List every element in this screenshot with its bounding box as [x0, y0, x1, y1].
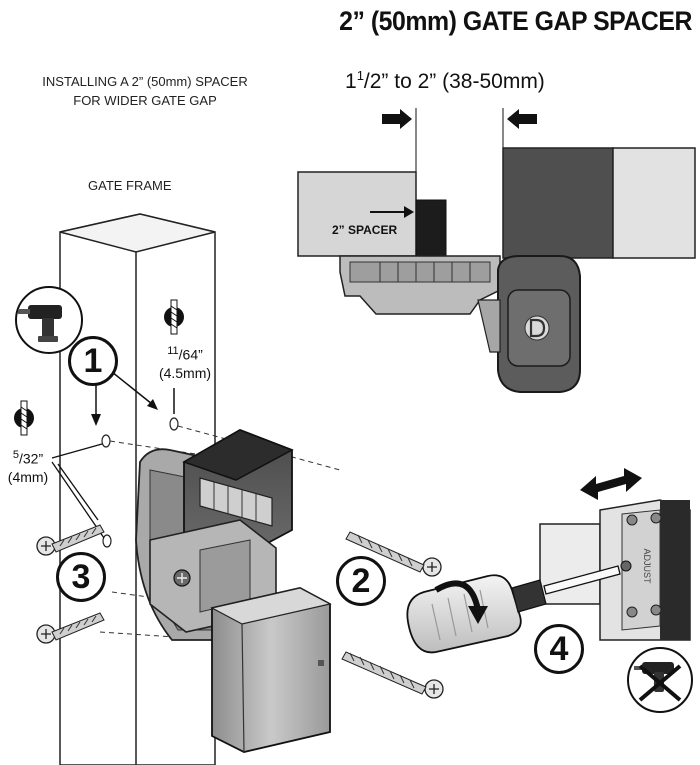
pilot-hole-lower	[102, 534, 112, 548]
gate-post-right	[502, 147, 614, 259]
pilot-hole-upper	[101, 434, 111, 448]
gap-dimension-label: 11/2” to 2” (38-50mm)	[345, 68, 545, 94]
drill-small-metric: (4mm)	[7, 468, 49, 485]
drill-large-metric: (4.5mm)	[158, 364, 212, 381]
screwdriver-icon	[406, 565, 621, 654]
step-3-badge: 3	[56, 552, 106, 602]
subtitle-line-1: INSTALLING A 2” (50mm) SPACER	[42, 74, 248, 89]
gap-label-whole: 1	[345, 70, 357, 93]
drill-small-numerator: 5	[12, 449, 19, 461]
gap-arrow-left	[382, 109, 412, 129]
drill-bit-icon	[164, 299, 184, 335]
rotate-arrow-icon	[434, 580, 488, 624]
hinge-assembly	[135, 429, 332, 753]
page-title: 2” (50mm) GATE GAP SPACER	[339, 6, 692, 36]
screw-icon	[36, 524, 105, 556]
drill-large-numerator: 11	[167, 345, 179, 357]
gap-label-sup: 1	[356, 68, 364, 83]
step-4-badge: 4	[534, 624, 584, 674]
d-logo-icon	[524, 315, 550, 341]
double-arrow-icon	[580, 468, 642, 500]
gap-label-rest: /2” to 2” (38-50mm)	[363, 70, 545, 93]
drill-size-small: 5/32” (4mm)	[0, 446, 56, 486]
drill-small-denominator: /32”	[19, 450, 44, 467]
gap-arrow-right	[507, 109, 537, 129]
pilot-hole-side	[169, 417, 179, 431]
screw-icon-right-upper	[345, 531, 442, 577]
no-drill-icon	[627, 647, 693, 713]
spacer-block	[415, 199, 447, 257]
drill-icon	[15, 286, 83, 354]
drill-bit-icon-small	[14, 400, 34, 436]
subtitle-line-2: FOR WIDER GATE GAP	[73, 93, 217, 108]
screw-icon-lower	[36, 612, 105, 644]
step-1-badge: 1	[68, 336, 118, 386]
gate-rail-left	[297, 171, 417, 257]
subtitle: INSTALLING A 2” (50mm) SPACER FOR WIDER …	[20, 72, 270, 110]
adjust-label: ADJUST	[642, 548, 652, 584]
drill-large-denominator: /64”	[178, 346, 203, 363]
spacer-pointer-arrow	[370, 206, 414, 218]
drill-size-large: 11/64” (4.5mm)	[150, 342, 220, 382]
gate-frame-label: GATE FRAME	[88, 178, 172, 193]
gate-gap-view	[297, 108, 696, 393]
step-2-badge: 2	[336, 556, 386, 606]
spacer-label: 2” SPACER	[332, 223, 397, 237]
screw-icon-right-lower	[341, 651, 444, 699]
